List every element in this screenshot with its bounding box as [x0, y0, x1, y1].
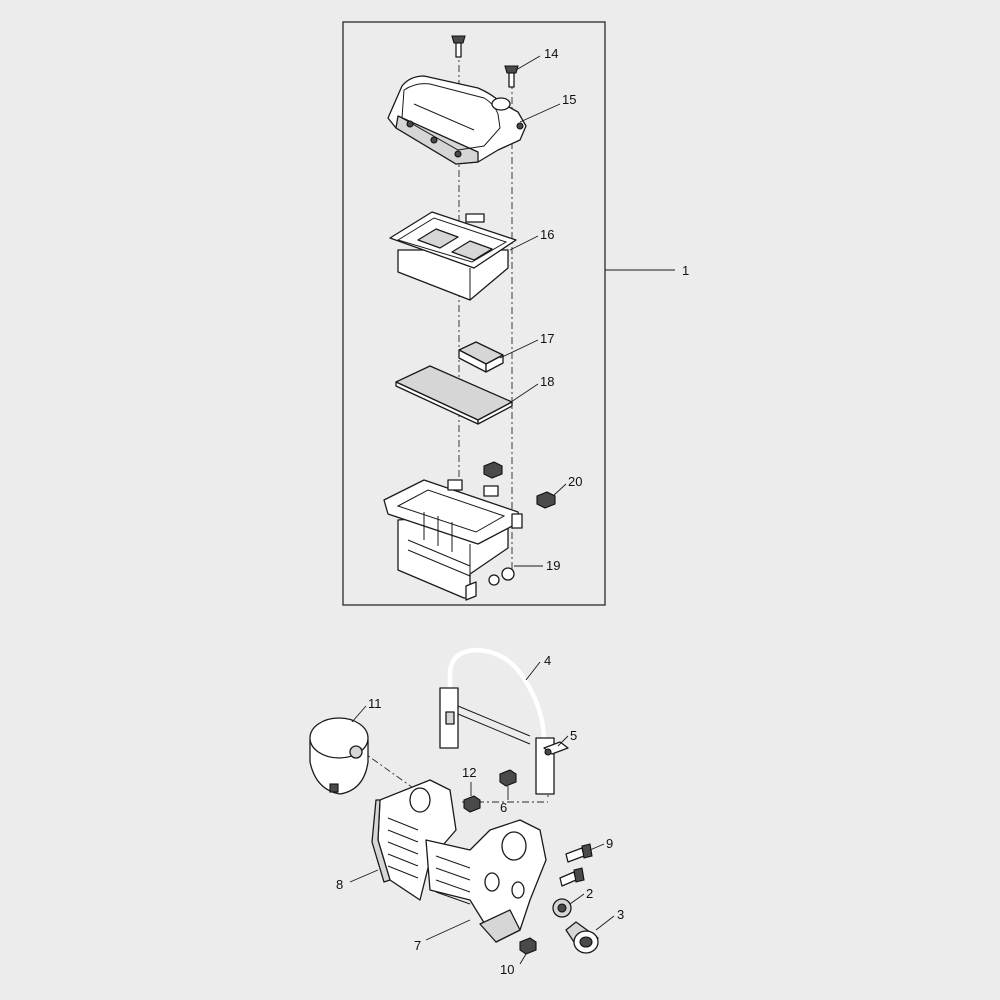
callout-15: 15 [562, 92, 576, 107]
callout-14: 14 [544, 46, 558, 61]
leader-11 [351, 705, 367, 723]
weight-part-11 [309, 717, 369, 795]
leader-4 [525, 661, 541, 681]
callout-2: 2 [586, 886, 593, 901]
leader-9 [589, 843, 605, 851]
right-plate-part-7 [425, 819, 547, 943]
leader-5 [557, 735, 569, 747]
callout-5: 5 [570, 728, 577, 743]
leader-20 [552, 483, 567, 497]
callout-6: 6 [500, 800, 507, 815]
callout-16: 16 [540, 227, 554, 242]
callout-9: 9 [606, 836, 613, 851]
leader-15 [519, 103, 561, 123]
bolt-part-9 [559, 843, 593, 887]
callout-1: 1 [682, 263, 689, 278]
leader-16 [509, 235, 539, 251]
bolt-part-10 [519, 937, 537, 955]
callout-4: 4 [544, 653, 551, 668]
screw-part-14 [451, 35, 519, 88]
foam-pad-part-17 [458, 341, 504, 373]
left-plate-part-8 [371, 779, 457, 901]
leader-3 [595, 915, 615, 931]
assembly-frame [342, 21, 606, 606]
leader-14 [515, 55, 541, 71]
bushing-part-2 [552, 898, 572, 918]
callout-19: 19 [546, 558, 560, 573]
callout-7: 7 [414, 938, 421, 953]
nut-part-6 [499, 769, 517, 787]
pin-part-5 [543, 741, 569, 756]
filter-tray-part-16 [389, 211, 517, 301]
leader-18 [507, 383, 539, 405]
clip-part-20 [483, 461, 556, 509]
handle-part-4 [439, 647, 555, 795]
leader-10 [519, 953, 527, 965]
leader-8 [349, 869, 379, 883]
callout-10: 10 [500, 962, 514, 977]
callout-17: 17 [540, 331, 554, 346]
cover-part-15 [387, 75, 527, 165]
housing-part-19 [383, 479, 523, 601]
callout-3: 3 [617, 907, 624, 922]
callout-18: 18 [540, 374, 554, 389]
filter-pad-part-18 [395, 365, 513, 425]
callout-8: 8 [336, 877, 343, 892]
callout-11: 11 [368, 696, 382, 711]
callout-20: 20 [568, 474, 582, 489]
leader-17 [499, 339, 539, 359]
callout-12: 12 [462, 765, 476, 780]
leader-7 [425, 919, 471, 941]
knob-part-3 [565, 921, 599, 954]
bolt-part-12 [463, 795, 481, 813]
leader-2 [569, 893, 585, 905]
